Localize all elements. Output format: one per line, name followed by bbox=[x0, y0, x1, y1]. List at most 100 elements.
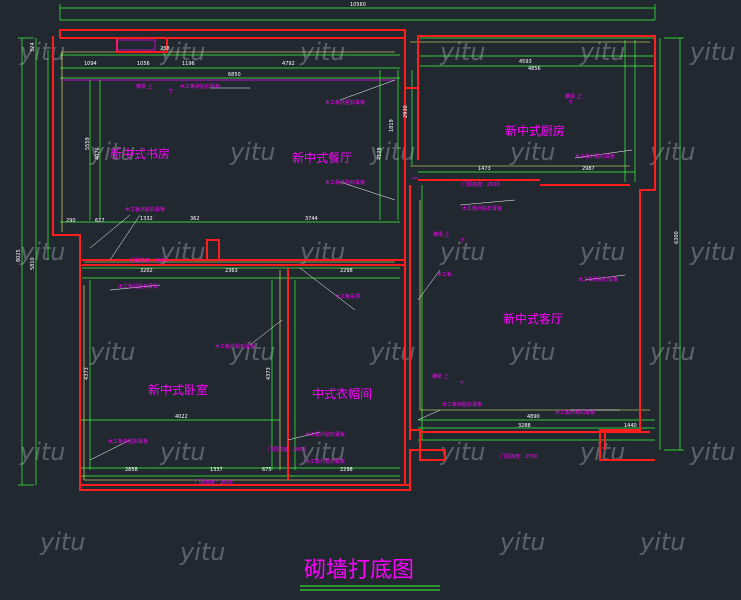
annotation-wood-board: 木工板外贴石膏板 bbox=[575, 153, 615, 160]
dimension-study-top-1: 1094 bbox=[84, 61, 97, 67]
dimension-small-9: 4128 bbox=[377, 147, 383, 160]
dimension-dining-top: 4792 bbox=[282, 61, 295, 67]
dimension-bottom-4: 2298 bbox=[340, 467, 353, 473]
annotation-wood-drape: 木工板吊顶 bbox=[335, 293, 360, 300]
watermark-text: yitu bbox=[159, 238, 206, 266]
dimension-small-1: 324 bbox=[30, 42, 36, 52]
dimension-corr-6: 2298 bbox=[340, 268, 353, 274]
watermark-text: yitu bbox=[649, 138, 696, 166]
dimension-corr-4: 3202 bbox=[140, 268, 153, 274]
room-label-study: 新中式书房 bbox=[110, 146, 170, 161]
watermark-text: yitu bbox=[89, 338, 136, 366]
annotation-door-height-2600: 门洞高度：2600 bbox=[130, 257, 168, 264]
annotation-wood-board: 木工板外贴石膏板 bbox=[305, 458, 345, 465]
annotation-wood-board: 木工板外贴石膏板 bbox=[462, 205, 502, 212]
dimension-bedroom-width: 4022 bbox=[175, 414, 188, 420]
dimension-kitchen-top-1: 4593 bbox=[519, 59, 532, 65]
dimension-living-bottom-1: 4890 bbox=[527, 414, 540, 420]
title-underline bbox=[300, 585, 440, 591]
dimension-study-top-3: 1196 bbox=[182, 61, 195, 67]
annotation-wood-board: 木工板外贴石膏板 bbox=[555, 409, 595, 416]
watermark-text: yitu bbox=[19, 38, 66, 66]
dimension-corr-2: 362 bbox=[190, 216, 200, 222]
dimension-small-5: 5559 bbox=[85, 137, 91, 150]
annotation-door-height-2600: 门洞高度：2600 bbox=[268, 446, 306, 453]
watermark-text: yitu bbox=[19, 438, 66, 466]
dimension-bottom-3: 675 bbox=[262, 467, 272, 473]
room-label-dining: 新中式餐厅 bbox=[292, 150, 352, 165]
watermark-layer: yitu yitu yitu yitu yitu yitu yitu yitu … bbox=[19, 38, 736, 566]
annotation-wood-board: 木工板外贴石膏板 bbox=[180, 83, 220, 90]
dimension-living-bottom-3: 1440 bbox=[624, 423, 637, 429]
dimension-corr-1: 1332 bbox=[140, 216, 153, 222]
room-label-wardrobe: 中式衣帽间 bbox=[312, 386, 372, 401]
dimension-small-4: 290 bbox=[66, 218, 76, 224]
annotation-wood-board: 木工板外贴石膏板 bbox=[108, 438, 148, 445]
watermark-text: yitu bbox=[39, 528, 86, 556]
watermark-text: yitu bbox=[579, 438, 626, 466]
inner-reference-lines bbox=[61, 41, 650, 481]
dimension-wardrobe-height: 4373 bbox=[266, 367, 272, 380]
watermark-text: yitu bbox=[89, 138, 136, 166]
dimension-kitchen-bottom-2: 2987 bbox=[582, 166, 595, 172]
watermark-text: yitu bbox=[639, 528, 686, 556]
room-label-kitchen: 新中式厨房 bbox=[505, 123, 565, 138]
dimension-bottom-1: 2858 bbox=[125, 467, 138, 473]
annotation-wood-board: 木工板外贴石膏板 bbox=[325, 179, 365, 186]
watermark-text: yitu bbox=[579, 38, 626, 66]
watermark-text: yitu bbox=[649, 338, 696, 366]
dimension-corr-3: 3744 bbox=[305, 216, 318, 222]
annotation-beam-down: 下 bbox=[459, 381, 464, 387]
dimension-small-8: 2930 bbox=[403, 105, 409, 118]
dimension-overall-height-left: 8025 bbox=[16, 249, 22, 262]
annotation-wood-board: 木工板外贴石膏板 bbox=[118, 283, 158, 290]
annotation-beam-up: 横梁 上 bbox=[432, 373, 449, 380]
watermark-text: yitu bbox=[509, 338, 556, 366]
watermark-text: yitu bbox=[369, 338, 416, 366]
watermark-text: yitu bbox=[689, 438, 736, 466]
annotation-wood-board: 木工板外贴石膏板 bbox=[125, 206, 165, 213]
annotation-beam-down: 下 bbox=[168, 89, 173, 95]
watermark-text: yitu bbox=[499, 528, 546, 556]
annotation-door-height-2700: 门洞高度：2700 bbox=[500, 453, 538, 460]
room-label-living: 新中式客厅 bbox=[503, 311, 563, 326]
dimension-kitchen-bottom-1: 1473 bbox=[478, 166, 491, 172]
annotation-wood-board: 木工板外贴石膏板 bbox=[578, 276, 618, 283]
watermark-text: yitu bbox=[689, 238, 736, 266]
annotation-wood-board: 木工板外贴石膏板 bbox=[215, 343, 255, 350]
watermark-text: yitu bbox=[369, 138, 416, 166]
annotation-wood: 木工板 bbox=[437, 271, 452, 278]
watermark-text: yitu bbox=[689, 38, 736, 66]
dimension-small-6: 4076 bbox=[95, 147, 101, 160]
watermark-text: yitu bbox=[229, 138, 276, 166]
annotation-door-height-2600: 门洞高度：2600 bbox=[195, 479, 233, 486]
dimension-height-right: 6300 bbox=[674, 231, 680, 244]
dimension-small-2: 238 bbox=[160, 46, 170, 52]
annotation-wood-board: 木工板外贴石膏板 bbox=[305, 431, 345, 438]
dimension-study-width: 6850 bbox=[228, 72, 241, 78]
watermark-text: yitu bbox=[159, 438, 206, 466]
watermark-text: yitu bbox=[299, 238, 346, 266]
annotation-beam-up: 横梁 上 bbox=[433, 231, 450, 238]
outer-dimension-lines bbox=[18, 4, 684, 486]
dimension-small-7: 1819 bbox=[389, 119, 395, 132]
annotation-beam-down: 下 bbox=[568, 100, 573, 106]
dimension-height-left-2: 5810 bbox=[30, 257, 36, 270]
watermark-text: yitu bbox=[19, 238, 66, 266]
annotation-wood-board: 木工板外贴石膏板 bbox=[325, 99, 365, 106]
watermark-text: yitu bbox=[439, 238, 486, 266]
dimension-bedroom-height: 4373 bbox=[84, 367, 90, 380]
annotation-wood-board: 木工板外贴石膏板 bbox=[442, 401, 482, 408]
watermark-text: yitu bbox=[509, 138, 556, 166]
watermark-text: yitu bbox=[439, 438, 486, 466]
dimension-kitchen-top-2: 4856 bbox=[528, 66, 541, 72]
watermark-text: yitu bbox=[229, 338, 276, 366]
dimension-living-bottom-2: 3288 bbox=[518, 423, 531, 429]
watermark-text: yitu bbox=[439, 38, 486, 66]
watermark-text: yitu bbox=[579, 238, 626, 266]
annotation-beam-down: 下 bbox=[460, 238, 465, 244]
annotation-beam-up: 横梁 上 bbox=[565, 93, 582, 100]
watermark-text: yitu bbox=[179, 538, 226, 566]
dimension-corr-5: 2363 bbox=[225, 268, 238, 274]
